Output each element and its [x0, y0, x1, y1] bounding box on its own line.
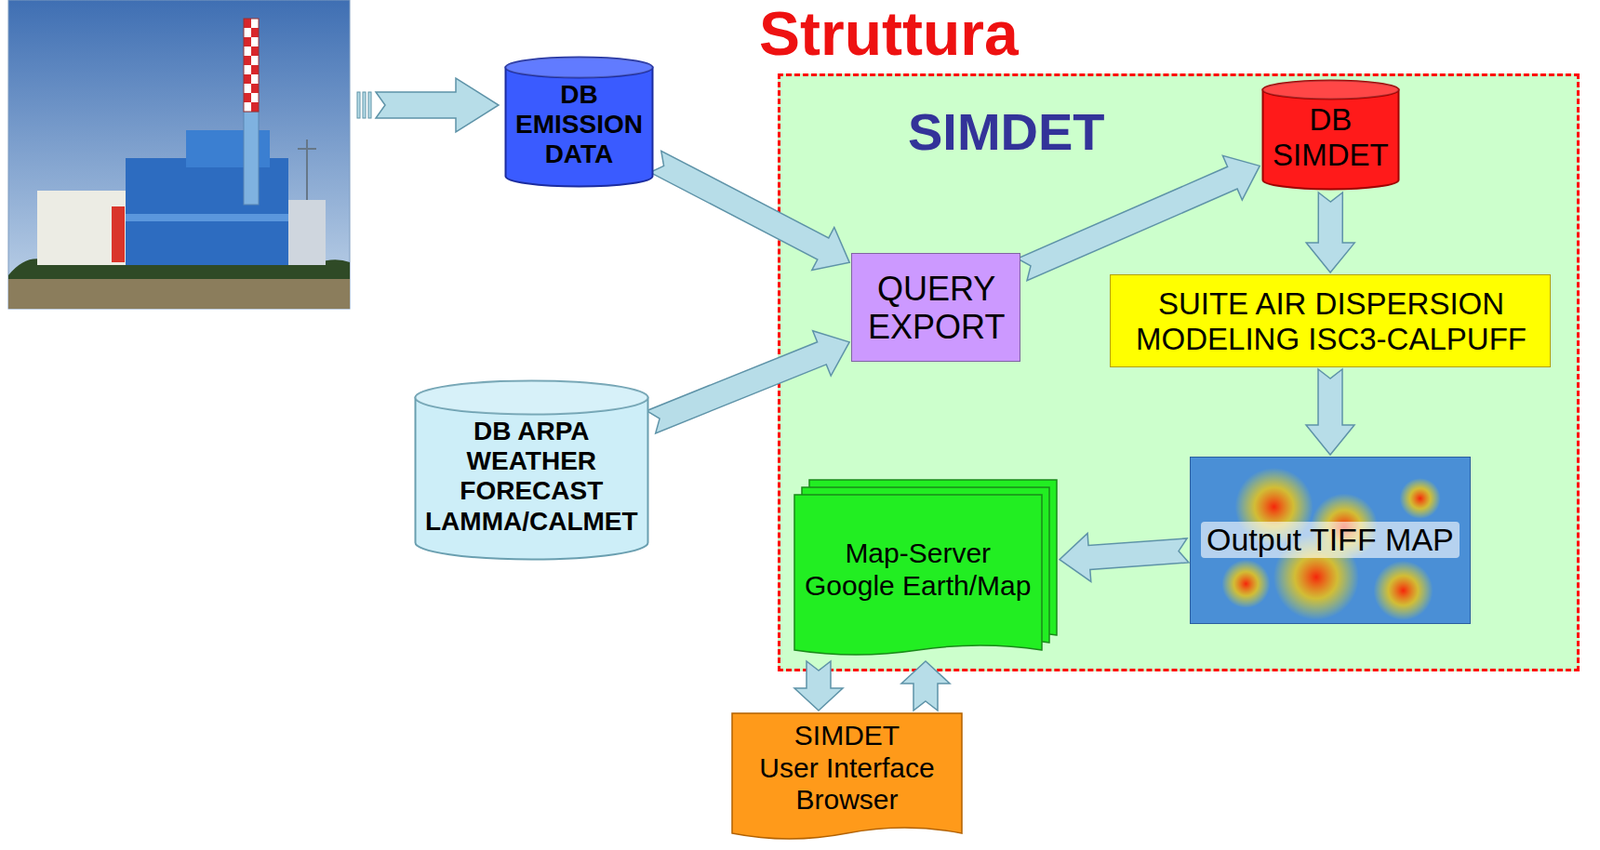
block-arrow [1017, 155, 1261, 280]
block-arrow [901, 661, 950, 711]
text-group: Output TIFF MAP [1200, 521, 1460, 559]
process-box: SUITE AIR DISPERSION MODELING ISC3-CALPU… [1109, 274, 1551, 368]
node-label: DB SIMDET [1272, 102, 1389, 174]
text-group: DB EMISSION DATA [515, 80, 643, 171]
block-arrow [1059, 533, 1189, 583]
block-arrow [1306, 192, 1355, 273]
process-box: QUERY EXPORT [851, 253, 1021, 362]
text-group: SIMDETUser Interface Browser [742, 720, 952, 817]
text-group: SUITE AIR DISPERSION MODELING ISC3-CALPU… [1121, 286, 1541, 358]
database-cylinder: DB SIMDET [1261, 79, 1400, 191]
block-arrow [650, 150, 850, 270]
node-label: SIMDET [794, 720, 900, 753]
block-arrow [646, 331, 850, 434]
document-shape: SIMDETUser Interface Browser [731, 712, 963, 845]
text-group: QUERY EXPORT [867, 269, 1005, 347]
node-label: QUERY EXPORT [867, 269, 1005, 347]
node-label: User Interface Browser [742, 752, 952, 817]
map-image: Output TIFF MAP [1189, 456, 1471, 625]
text-group: DB ARPA WEATHER FORECAST LAMMA/CALMET [425, 416, 639, 537]
node-label: SUITE AIR DISPERSION MODELING ISC3-CALPU… [1121, 286, 1541, 358]
text-group: Map-ServerGoogle Earth/Map [804, 537, 1031, 602]
node-label: Google Earth/Map [804, 570, 1031, 603]
text-group: DB SIMDET [1272, 102, 1389, 174]
block-arrow [1306, 369, 1355, 455]
node-label: Output TIFF MAP [1200, 521, 1460, 559]
system-boundary: SIMDET QUERY EXPORT DB SIMDET SUITE AIR DIS… [777, 73, 1580, 672]
document-stack: Map-ServerGoogle Earth/Map [793, 479, 1058, 660]
document-stack-outline [793, 479, 1058, 660]
node-label: SIMDET [907, 102, 1106, 162]
plant-photo [8, 0, 350, 309]
node-label: DB EMISSION DATA [515, 80, 643, 171]
text-group: SIMDET [907, 102, 1106, 162]
node-label: Map-Server [844, 537, 991, 571]
node-label: DB ARPA WEATHER FORECAST LAMMA/CALMET [425, 416, 639, 537]
block-arrow [357, 78, 499, 133]
slide-title: Struttura [759, 0, 1019, 69]
database-cylinder: DB ARPA WEATHER FORECAST LAMMA/CALMET [413, 379, 650, 561]
database-cylinder: DB EMISSION DATA [504, 55, 654, 188]
block-arrow [794, 661, 843, 711]
